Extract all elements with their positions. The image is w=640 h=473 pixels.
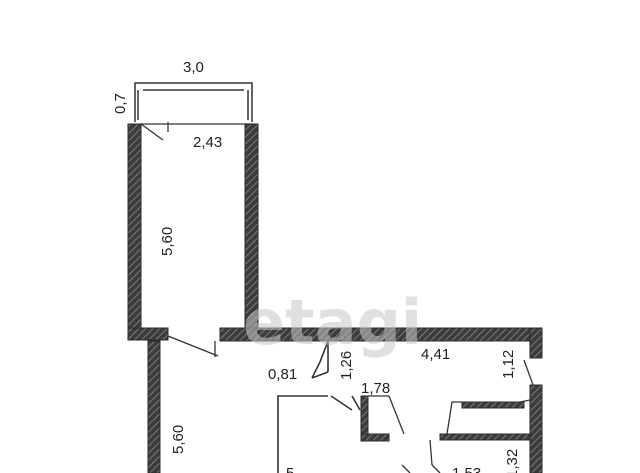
dim-bottom-partial-b: 1,53 (452, 465, 481, 473)
watermark: etagi (243, 286, 422, 359)
dim-room1-length: 5,60 (159, 227, 176, 256)
dim-kitchen-partial: 1,32 (504, 449, 521, 473)
main-horizontal-wall (147, 327, 543, 473)
room1-walls (127, 123, 259, 341)
bathroom-door (368, 395, 411, 473)
balcony-door (140, 122, 252, 141)
room1-door (167, 335, 219, 357)
dim-balcony-depth: 0,7 (112, 93, 129, 114)
balcony (134, 82, 253, 122)
dim-corridor-width: 0,81 (268, 366, 297, 383)
bathroom-walls (360, 395, 390, 442)
dim-bottom-partial-a: 5 (286, 465, 294, 473)
dim-bath-width: 1,78 (361, 380, 390, 397)
kitchen-doors (429, 359, 534, 473)
dim-room1-width: 2,43 (193, 134, 222, 151)
dim-hall-width: 4,41 (421, 346, 450, 363)
dim-door-b: 1,12 (500, 350, 517, 379)
dim-room2-length: 5,60 (170, 425, 187, 454)
dim-balcony-width: 3,0 (183, 59, 204, 76)
dim-door-a: 1,26 (338, 351, 355, 380)
kitchen-walls (439, 401, 531, 441)
interior-partitions (277, 340, 361, 473)
